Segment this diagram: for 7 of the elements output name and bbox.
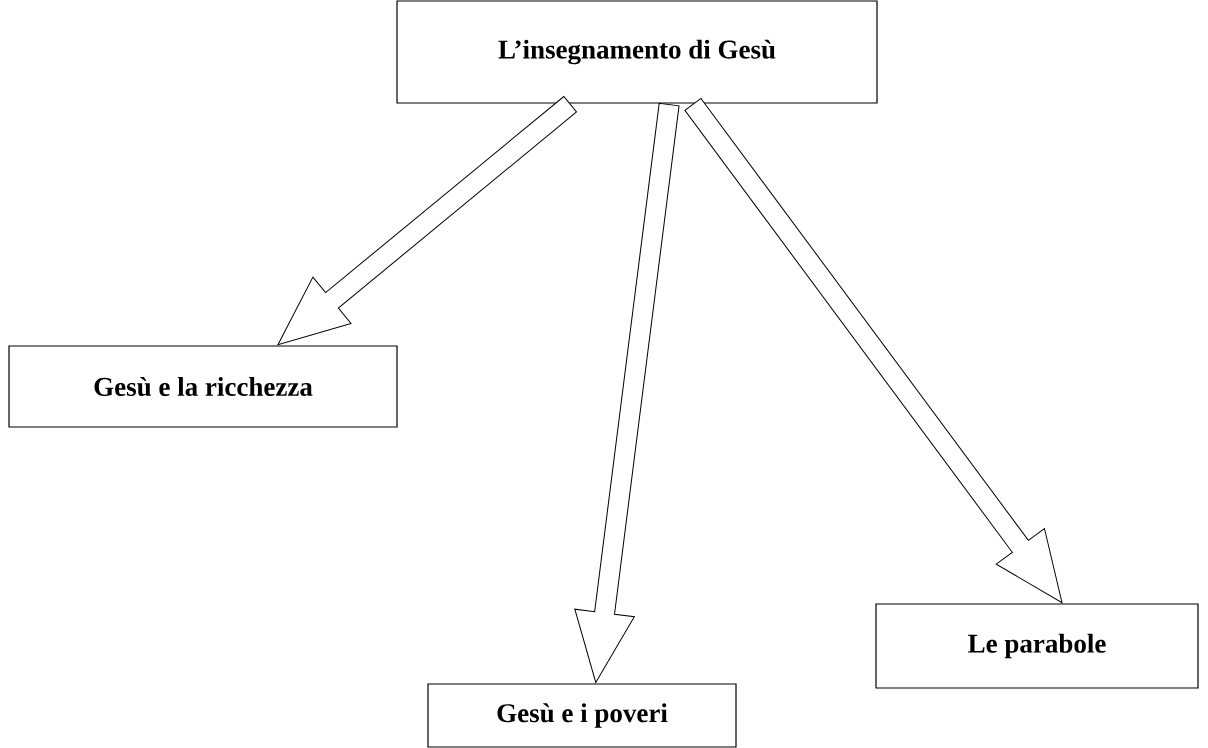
text-box: Gesù e i poveri xyxy=(427,683,737,748)
text-box: Gesù e la ricchezza xyxy=(8,345,398,428)
block-arrow xyxy=(574,102,680,683)
block-arrow xyxy=(684,97,1063,604)
text-box: Le parabole xyxy=(875,603,1199,689)
block-arrow xyxy=(277,96,578,346)
text-box: L’insegnamento di Gesù xyxy=(396,0,878,104)
